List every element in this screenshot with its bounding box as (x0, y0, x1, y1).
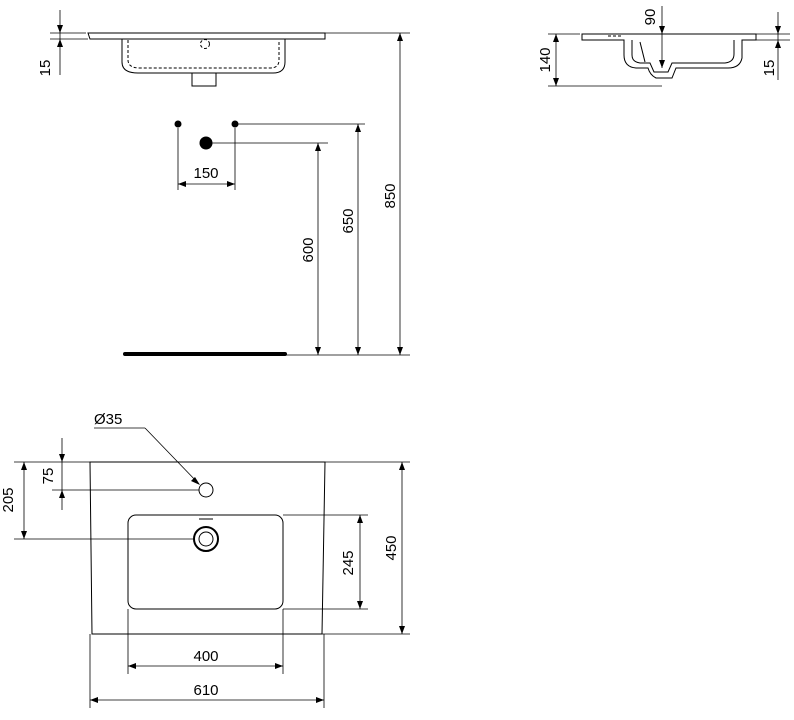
plan-tap-hole (198, 482, 214, 498)
side-section-outline (581, 33, 757, 79)
dim-overall-width-label: 610 (193, 682, 218, 699)
dim-tap-hole-diameter-label: Ø35 (94, 411, 122, 428)
dim-tap-height-label: 650 (340, 208, 357, 233)
side-section: 140 90 15 (537, 6, 790, 87)
plan-bowl-outline (127, 514, 284, 610)
front-elevation: 15 (37, 10, 410, 87)
dim-side-depth-label: 140 (537, 47, 554, 72)
front-bowl-inner (127, 40, 280, 69)
dim-tap-offset-label: 75 (40, 468, 57, 485)
dim-overall-depth-label: 450 (383, 535, 400, 560)
dim-rim-height-label: 850 (382, 183, 399, 208)
front-bowl-outline (121, 39, 286, 74)
tap-marker-right (231, 120, 239, 128)
plan-waste-outer (193, 526, 219, 552)
side-section-inner (631, 40, 735, 73)
plan-waste-inner (198, 531, 214, 547)
waste-marker (199, 136, 213, 150)
dim-front-rim-label: 15 (37, 60, 54, 77)
dim-bowl-width-label: 400 (193, 648, 218, 665)
dim-tap-spacing-label: 150 (193, 165, 218, 182)
front-waste (191, 73, 217, 87)
dim-waste-height-label: 600 (300, 237, 317, 262)
front-rim-outline (87, 32, 326, 40)
height-view: 150 600 650 850 (123, 33, 410, 356)
plan-basin-outline (89, 461, 326, 635)
front-tap-hole (200, 39, 210, 49)
dim-bowl-depth-label: 245 (340, 550, 357, 575)
dim-side-tap-label: 90 (642, 9, 659, 26)
dim-side-rim-label: 15 (761, 60, 778, 77)
plan-view: Ø35 75 205 245 450 400 (0, 411, 410, 708)
dim-waste-offset-label: 205 (0, 487, 17, 512)
tap-marker-left (174, 120, 182, 128)
